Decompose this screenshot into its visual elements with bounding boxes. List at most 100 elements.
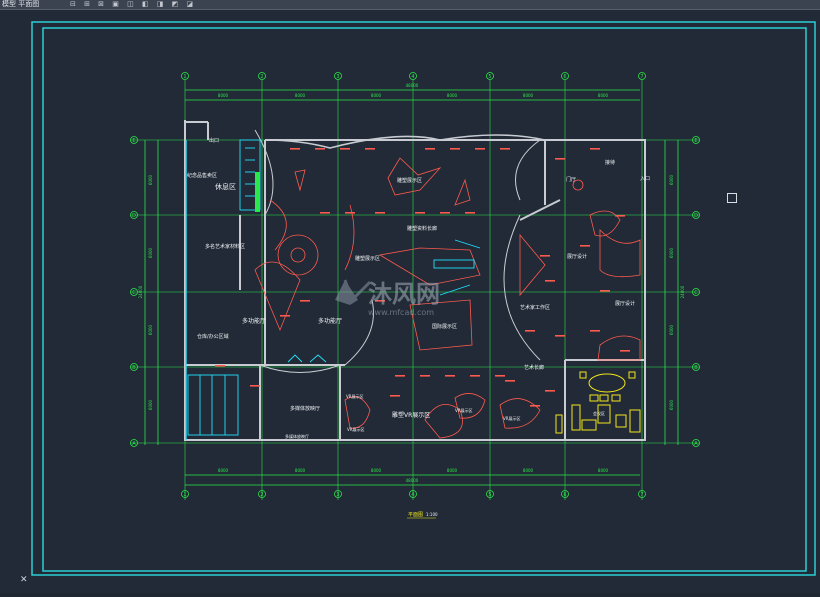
watermark-brand: 沐风网 [368,280,440,308]
label-rest: 休息区 [215,182,236,191]
exhibit-tag [320,212,330,214]
label-vr-c: VR展示区 [347,426,365,432]
label-entrance: 出口 [209,137,219,144]
label-vr-e: VR展示区 [503,415,521,421]
grid-row-label: C [694,290,698,296]
toolbar-icons[interactable]: ⊟ ⊞ ⊠ ▣ ◫ ◧ ◨ ◩ ◪ [70,0,197,8]
dimension-texts: 8000 8000 8000 8000 8000 8000 48000 8000… [138,83,685,483]
label-art-corridor: 艺术长廊 [524,364,544,371]
label-warehouse: 仓库/办公区域 [197,333,229,340]
dimension-lines [144,89,679,486]
exhibit-tag [555,158,565,160]
label-sculpture-top: 雕塑展示区 [397,177,422,184]
grid-bubble [334,72,342,80]
dim-top-overall: 48000 [406,83,419,88]
dim-top-2: 8000 [295,93,306,98]
exhibit-tag [375,212,385,214]
grid-column-label: 1 [183,74,186,80]
grid-bubble [409,72,417,80]
grid-bubble [130,211,138,219]
exhibit-tag [590,148,600,150]
grid-bubble [181,490,189,498]
exhibit-tag [475,148,485,150]
label-design-right: 展厅设计 [615,300,635,307]
dim-bottom-4: 8000 [447,468,458,473]
building-walls [184,120,646,441]
plan-scale-text: 1:100 [426,512,438,517]
dim-right-4: 6000 [669,399,674,410]
grid-column-label: 7 [640,74,643,80]
grid-bubble [130,136,138,144]
layout-tab[interactable]: 模型 平面图 [2,0,40,8]
exhibit-tag [590,330,600,332]
dim-right-1: 6000 [669,174,674,185]
grid-bubble [130,288,138,296]
dim-bottom-1: 8000 [218,468,229,473]
grid-bubble [561,490,569,498]
dim-bottom-2: 8000 [295,468,306,473]
exhibit-tag [445,375,455,377]
room-labels: 出口 休息区 纪念品售卖区 多名艺术家材料区 多功能厅 多功能厅 仓库/办公区域… [187,137,650,439]
grid-column-label: 1 [183,492,186,498]
exhibit-tag [620,350,630,352]
grid-bubble [130,363,138,371]
exhibit-tag [545,390,555,392]
exhibit-tag [280,315,290,317]
grid-column-label: 4 [411,492,414,498]
label-painting: 国际展示区 [432,323,457,330]
exhibit-tag [495,375,505,377]
exhibit-tag [465,212,475,214]
exhibit-tag [345,212,355,214]
exhibit-tag [420,375,430,377]
exhibit-tag [600,290,610,292]
grid-bubble [692,288,700,296]
grid-bubble [486,72,494,80]
grid-row-label: A [694,441,698,447]
dim-right-overall: 24000 [680,285,685,298]
grid-row-label: E [132,138,135,144]
grid-column-label: 2 [260,492,263,498]
crosshair-cursor-icon [727,193,737,203]
exhibit-tag [300,300,310,302]
exhibit-tag [580,245,590,247]
exhibit-tag [250,385,260,387]
exhibit-tag [390,395,400,397]
exhibit-tag [415,212,425,214]
dim-side-4: 6000 [148,399,153,410]
exhibit-tag [555,335,565,337]
dim-bottom-5: 8000 [523,468,534,473]
grid-row-label: B [694,365,698,371]
label-reception: 接待 [605,159,615,166]
exhibit-tag [505,380,515,382]
grid-column-label: 4 [411,74,414,80]
grid-bubble [409,490,417,498]
grid-column-label: 3 [336,74,339,80]
watermark-logo-icon [335,279,372,305]
grid-row-label: D [694,213,698,219]
cyan-fixtures [185,139,481,440]
exhibit-tags [215,148,630,407]
dim-right-3: 6000 [669,324,674,335]
grid-bubble [486,490,494,498]
grid-row-label: B [132,365,136,371]
grid-bubble [258,490,266,498]
dim-side-3: 6000 [148,324,153,335]
exhibit-tag [450,148,460,150]
dim-top-4: 8000 [447,93,458,98]
label-multi-hall-right: 多功能厅 [318,317,342,325]
dim-bottom-overall: 48000 [406,478,419,483]
grid-bubble [561,72,569,80]
grid-column-label: 5 [488,74,491,80]
meeting-furniture [555,371,641,434]
grid-row-label: E [694,138,697,144]
exhibit-tag [340,148,350,150]
grid-column-label: 7 [640,492,643,498]
grid-bubble [692,211,700,219]
label-multimedia-bottom: 多媒体放映厅 [285,433,309,439]
grid-bubble [638,490,646,498]
exhibit-tag [315,148,325,150]
